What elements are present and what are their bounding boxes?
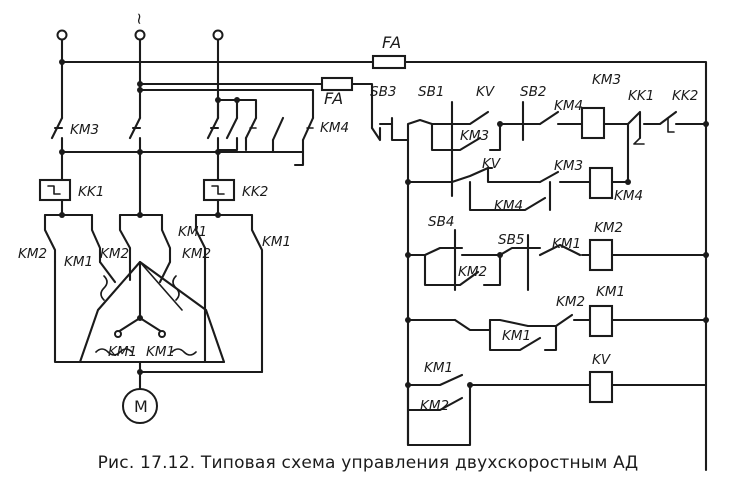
label-km1-right: KM1 bbox=[262, 234, 291, 250]
label-km1-left: KM1 bbox=[64, 254, 93, 270]
label-kv-r1: KV bbox=[476, 84, 496, 100]
fuse-mid bbox=[320, 76, 354, 92]
label-km4-r1: KM4 bbox=[554, 98, 583, 114]
label-km4-power: KM4 bbox=[320, 120, 349, 136]
label-kk1: KK1 bbox=[78, 184, 104, 200]
label-km3-r2: KM3 bbox=[554, 158, 583, 174]
label-fa-mid: FA bbox=[324, 89, 343, 108]
thermal-relay-kk1 bbox=[38, 178, 72, 202]
label-kk2-r1: KK2 bbox=[672, 88, 698, 104]
supply-terminal-2 bbox=[134, 29, 146, 41]
label-km3-power: KM3 bbox=[70, 122, 99, 138]
label-fa-top: FA bbox=[382, 33, 401, 52]
label-sb5: SB5 bbox=[498, 232, 524, 248]
label-km2-coil: KM2 bbox=[594, 220, 623, 236]
label-km1-winding-a: KM1 bbox=[108, 344, 137, 360]
fuse-top bbox=[371, 54, 407, 70]
label-supply-tilde: ~ bbox=[130, 12, 149, 25]
motor-symbol bbox=[122, 388, 158, 424]
label-km2-mid: KM2 bbox=[100, 246, 129, 262]
label-km2-mid2: KM2 bbox=[182, 246, 211, 262]
supply-terminal-3 bbox=[212, 29, 224, 41]
label-sb1: SB1 bbox=[418, 84, 444, 100]
power-circuit bbox=[38, 29, 708, 472]
label-km1-r5: KM1 bbox=[424, 360, 453, 376]
coil-km3 bbox=[580, 106, 606, 140]
label-sb3: SB3 bbox=[370, 84, 396, 100]
label-km1-r3: KM1 bbox=[552, 236, 581, 252]
figure-caption: Рис. 17.12. Типовая схема управления дву… bbox=[97, 453, 639, 473]
label-km4-coil: KM4 bbox=[614, 188, 643, 204]
thermal-relay-kk2 bbox=[202, 178, 236, 202]
control-circuit bbox=[370, 100, 709, 447]
label-km2-r3b: KM2 bbox=[458, 264, 487, 280]
label-kk2: KK2 bbox=[242, 184, 268, 200]
label-km1-r4b: KM1 bbox=[502, 328, 531, 344]
coil-km1 bbox=[588, 304, 614, 338]
label-km2-r4: KM2 bbox=[556, 294, 585, 310]
label-km1-coil: KM1 bbox=[596, 284, 625, 300]
label-km1-mid: KM1 bbox=[178, 224, 207, 240]
label-km2-left: KM2 bbox=[18, 246, 47, 262]
label-sb4: SB4 bbox=[428, 214, 454, 230]
coil-kv bbox=[588, 370, 614, 404]
label-kv-coil: KV bbox=[592, 352, 612, 368]
label-sb2: SB2 bbox=[520, 84, 546, 100]
supply-terminal-1 bbox=[56, 29, 68, 41]
coil-km4 bbox=[588, 166, 614, 200]
labels: FA FA ~ KM3 KM4 KK1 KK2 KM2 KM1 KM2 KM1 … bbox=[18, 12, 698, 416]
label-km4-r2b: KM4 bbox=[494, 198, 523, 214]
label-km3-r1b: KM3 bbox=[460, 128, 489, 144]
label-kk1-r1: KK1 bbox=[628, 88, 654, 104]
coil-km2 bbox=[588, 238, 614, 272]
label-kv-r2: KV bbox=[482, 156, 502, 172]
label-motor: M bbox=[134, 397, 148, 416]
label-km3-coil: KM3 bbox=[592, 72, 621, 88]
label-km2-r5b: KM2 bbox=[420, 398, 449, 414]
label-km1-winding-b: KM1 bbox=[146, 344, 175, 360]
